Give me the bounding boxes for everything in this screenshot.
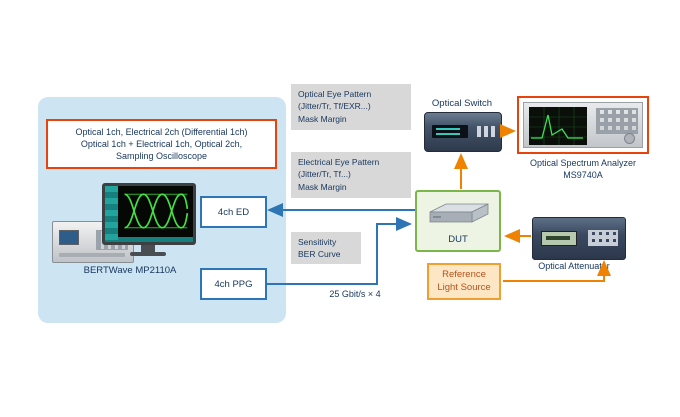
callout-sensitivity-line1: Sensitivity xyxy=(298,237,337,247)
monitor-screen xyxy=(105,186,193,242)
config-line-1: Optical 1ch, Electrical 2ch (Differentia… xyxy=(75,126,248,137)
config-line-3: Sampling Oscilloscope xyxy=(115,151,208,162)
osa-caption: Optical Spectrum Analyzer MS9740A xyxy=(513,158,653,181)
rls-line1: Reference xyxy=(442,269,486,281)
monitor-menu-strip xyxy=(105,186,118,242)
osa-box xyxy=(517,96,649,154)
bertwave-monitor xyxy=(102,183,196,245)
callout-optical-eye: Optical Eye Pattern (Jitter/Tr, Tf/EXR..… xyxy=(291,84,411,130)
ed-box: 4ch ED xyxy=(200,196,267,228)
bertwave-caption: BERTWave MP2110A xyxy=(83,265,177,276)
osa-trace xyxy=(529,107,587,145)
dut-label: DUT xyxy=(448,234,468,245)
monitor-status-strip xyxy=(118,237,193,242)
osa-caption-line2: MS9740A xyxy=(563,169,603,180)
callout-optical-eye-line3: Mask Margin xyxy=(298,113,347,124)
config-box: Optical 1ch, Electrical 2ch (Differentia… xyxy=(46,119,277,169)
attenuator-caption: Optical Attenuator xyxy=(538,261,610,271)
osa-device xyxy=(523,102,643,148)
dut-box: DUT xyxy=(415,190,501,252)
attenuator-buttons xyxy=(588,230,618,246)
config-line-2: Optical 1ch + Electrical 1ch, Optical 2c… xyxy=(80,138,243,149)
optical-switch-display xyxy=(432,125,468,138)
optical-switch-label: Optical Switch xyxy=(431,98,493,109)
eye-diagram xyxy=(124,193,189,229)
callout-electrical-eye-line1: Electrical Eye Pattern xyxy=(298,157,380,167)
monitor-stand xyxy=(141,245,155,252)
callout-electrical-eye-line3: Mask Margin xyxy=(298,181,347,192)
reference-light-source-box: Reference Light Source xyxy=(427,263,501,300)
dut-module xyxy=(429,203,489,223)
callout-optical-eye-line2: (Jitter/Tr, Tf/EXR...) xyxy=(298,101,371,112)
callout-electrical-eye-line2: (Jitter/Tr, Tf...) xyxy=(298,169,351,180)
bertwave-instrument-slot xyxy=(59,253,125,257)
attenuator-device xyxy=(532,217,626,260)
ed-label: 4ch ED xyxy=(217,206,250,218)
attenuator-display xyxy=(541,231,577,246)
osa-caption-line1: Optical Spectrum Analyzer xyxy=(529,158,637,168)
callout-electrical-eye: Electrical Eye Pattern (Jitter/Tr, Tf...… xyxy=(291,152,411,198)
callout-sensitivity-line2: BER Curve xyxy=(298,249,341,260)
monitor-base xyxy=(130,252,166,256)
optical-switch-buttons xyxy=(477,126,495,137)
osa-knob xyxy=(624,133,635,144)
bertwave-instrument-screen xyxy=(59,230,79,245)
rate-label: 25 Gbit/s × 4 xyxy=(329,289,381,299)
optical-switch-device xyxy=(424,112,502,152)
rls-line2: Light Source xyxy=(437,281,491,293)
callout-optical-eye-line1: Optical Eye Pattern xyxy=(298,89,372,99)
osa-buttons xyxy=(596,108,638,134)
ppg-label: 4ch PPG xyxy=(214,278,253,290)
osa-screen xyxy=(529,107,587,145)
ppg-box: 4ch PPG xyxy=(200,268,267,300)
callout-sensitivity: Sensitivity BER Curve xyxy=(291,232,361,264)
